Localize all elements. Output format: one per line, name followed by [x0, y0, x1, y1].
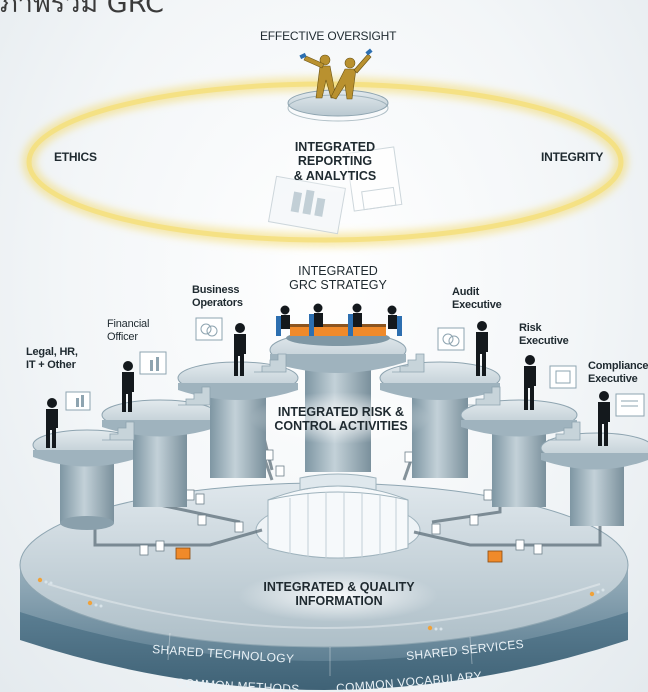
- pedestal-risk: [460, 399, 578, 507]
- effective-oversight-label: EFFECTIVE OVERSIGHT: [260, 29, 397, 43]
- role-label-legal: Legal, HR,IT + Other: [26, 346, 78, 371]
- business-figure-icon: [195, 317, 246, 376]
- financial-figure-icon: [122, 351, 167, 412]
- ethics-label: ETHICS: [54, 150, 97, 164]
- risk-control-label: INTEGRATED RISK & CONTROL ACTIVITIES: [274, 405, 408, 434]
- pedestal-compliance: [540, 432, 648, 526]
- meeting-table-icon: [276, 303, 402, 346]
- pedestal-legal: [32, 429, 142, 530]
- header-text: ภาพรวม GRC: [0, 0, 164, 19]
- audit-figure-icon: [437, 321, 488, 376]
- central-data-store-icon: [255, 473, 421, 560]
- pedestal-business: [177, 361, 299, 478]
- legal-figure-icon: [46, 391, 91, 448]
- grc-strategy-label: INTEGRATED GRC STRATEGY: [289, 264, 387, 293]
- oversight-figures-icon: [303, 53, 372, 100]
- role-figures: [46, 317, 645, 448]
- compliance-figure-icon: [598, 391, 645, 446]
- quality-information-label: INTEGRATED & QUALITY INFORMATION: [263, 580, 415, 609]
- risk-figure-icon: [524, 355, 577, 410]
- pedestal-financial: [101, 399, 219, 507]
- reporting-analytics-label: INTEGRATED REPORTING & ANALYTICS: [293, 140, 377, 183]
- stairs: [102, 353, 581, 441]
- integrity-label: INTEGRITY: [541, 150, 604, 164]
